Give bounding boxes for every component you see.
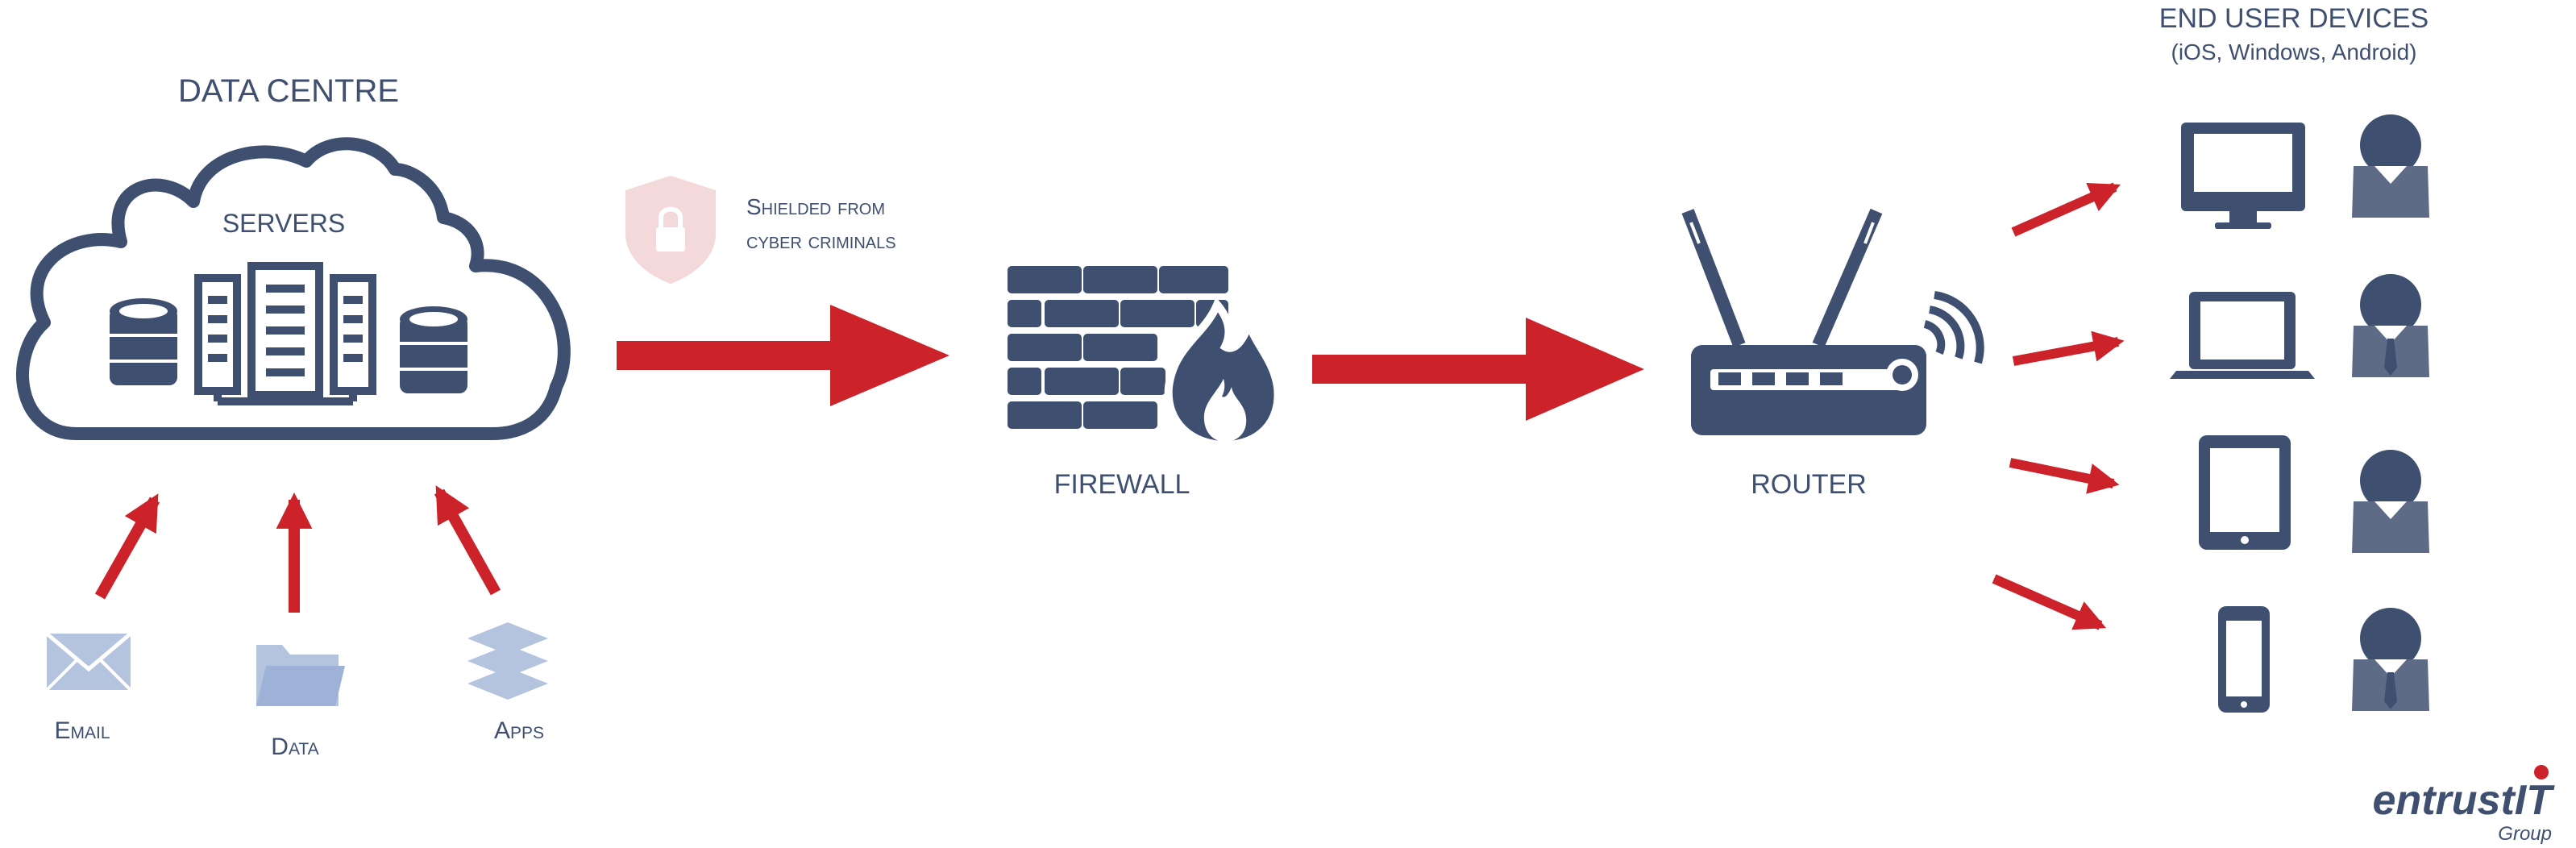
- envelope-icon: [45, 632, 132, 692]
- cloud-to-firewall-arrow: [617, 305, 949, 406]
- entrustit-logo: entrustIT Group: [2373, 765, 2556, 845]
- desktop-monitor-icon: [2181, 123, 2305, 229]
- user-tie-avatar-icon: [2352, 274, 2429, 377]
- cloud-icon: [16, 137, 571, 440]
- data-centre-title: DATA CENTRE: [178, 73, 399, 109]
- shield-note-line1: Shielded from: [746, 194, 885, 219]
- database-icon: [400, 306, 467, 393]
- router-to-tablet-arrow: [2009, 458, 2120, 494]
- shield-note-line2: cyber criminals: [746, 228, 896, 253]
- data-label: Data: [271, 734, 318, 760]
- router-to-laptop-arrow: [2012, 330, 2125, 366]
- apps-to-cloud-arrow: [434, 485, 501, 596]
- server-rack-icon: [194, 262, 376, 405]
- wifi-router-icon: [1681, 208, 1984, 435]
- laptop-icon: [2170, 292, 2315, 379]
- firewall-label: FIREWALL: [1054, 469, 1190, 500]
- smartphone-icon: [2218, 606, 2270, 713]
- email-to-cloud-arrow: [94, 493, 160, 600]
- end-user-devices-title: END USER DEVICES: [2159, 3, 2429, 34]
- logo-brand: entrustIT: [2373, 777, 2556, 824]
- servers-label: SERVERS: [222, 209, 345, 238]
- user-avatar-icon: [2352, 450, 2429, 553]
- user-avatar-icon: [2352, 114, 2429, 218]
- end-user-devices-subtitle: (iOS, Windows, Android): [2171, 39, 2417, 64]
- router-label: ROUTER: [1751, 469, 1867, 500]
- padlock-shield-icon: [625, 176, 716, 284]
- database-icon: [110, 298, 177, 385]
- router-to-phone-arrow: [1992, 574, 2107, 630]
- apps-label: Apps: [494, 717, 544, 744]
- user-tie-avatar-icon: [2352, 608, 2429, 711]
- email-label: Email: [54, 717, 110, 744]
- router-to-desktop-arrow: [2011, 182, 2121, 237]
- brick-wall-fire-icon: [1008, 266, 1282, 450]
- logo-sub: Group: [2498, 823, 2552, 845]
- tablet-icon: [2199, 435, 2291, 550]
- firewall-to-router-arrow: [1312, 318, 1644, 421]
- folder-icon: [256, 645, 345, 706]
- layers-icon: [467, 622, 548, 700]
